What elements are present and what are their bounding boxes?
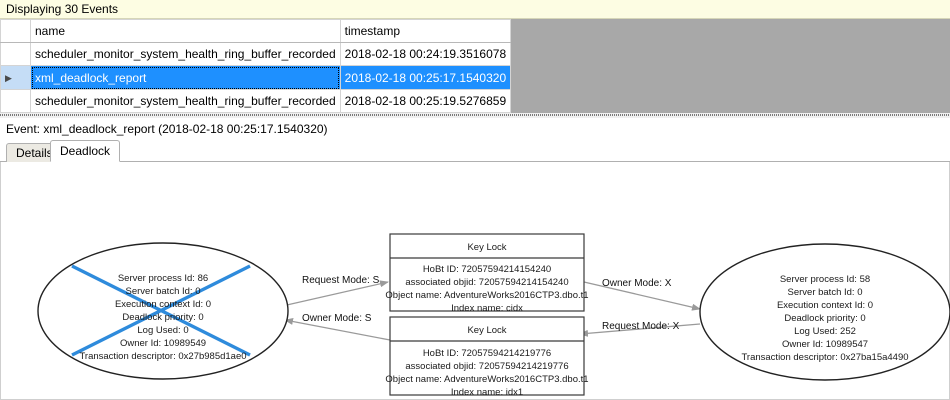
process-right-line-6: Transaction descriptor: 0x27ba15a4490 [741,352,908,363]
events-grid-panel: Displaying 30 Events name timestamp sche… [0,0,950,113]
cell-timestamp[interactable]: 2018-02-18 00:25:19.5276859 [339,89,512,113]
victim-cross-line-2 [71,264,251,357]
row-selector-cell[interactable]: ▶ [0,65,31,90]
process-right-line-2: Execution context Id: 0 [777,300,873,311]
resource-top-line-3: Index name: cidx [451,303,523,314]
process-right-line-3: Deadlock priority: 0 [784,313,865,324]
resource-bottom-line-1: associated objid: 72057594214219776 [405,361,568,372]
edge-label-bottom-owner-left: Owner Mode: S [302,313,372,324]
deadlock-graph-svg: Request Mode: S Owner Mode: X Owner Mode… [37,233,950,398]
process-left-line-4: Log Used: 0 [137,325,188,336]
process-node-left[interactable]: Server process Id: 86 Server batch Id: 0… [37,242,289,380]
cell-name[interactable]: xml_deadlock_report [30,65,341,90]
event-title-line: Event: xml_deadlock_report (2018-02-18 0… [0,119,950,139]
edge-label-right-request-bottom: Request Mode: X [602,321,680,332]
process-left-line-3: Deadlock priority: 0 [122,312,203,323]
edge-label-left-request-top: Request Mode: S [302,275,380,286]
cell-name[interactable]: scheduler_monitor_system_health_ring_buf… [30,89,341,113]
process-right-line-0: Server process Id: 58 [780,274,870,285]
events-grid[interactable]: name timestamp scheduler_monitor_system_… [0,19,512,113]
process-left-line-6: Transaction descriptor: 0x27b985d1ae0 [79,351,246,362]
column-header-name[interactable]: name [30,19,341,43]
detail-tabstrip: Details Deadlock [0,140,950,162]
process-left-line-1: Server batch Id: 0 [126,286,201,297]
tabstrip-baseline [0,161,950,162]
grid-header-row: name timestamp [0,19,512,43]
row-selector-cell[interactable] [0,42,31,66]
edge-right-request-bottom: Request Mode: X [579,321,701,337]
column-header-selector[interactable] [0,19,31,43]
events-grid-background: name timestamp scheduler_monitor_system_… [0,19,950,113]
resource-top-title: Key Lock [467,242,506,253]
resource-bottom-line-0: HoBt ID: 72057594214219776 [423,348,551,359]
process-left-line-5: Owner Id: 10989549 [120,338,206,349]
row-selector-arrow-icon: ▶ [5,73,12,83]
horizontal-splitter[interactable] [0,113,950,118]
resource-top-line-0: HoBt ID: 72057594214154240 [423,264,551,275]
row-selector-cell[interactable] [0,89,31,113]
resource-bottom-line-2: Object name: AdventureWorks2016CTP3.dbo.… [385,374,588,385]
resource-top-line-2: Object name: AdventureWorks2016CTP3.dbo.… [385,290,588,301]
table-row[interactable]: scheduler_monitor_system_health_ring_buf… [0,89,512,113]
process-right-line-5: Owner Id: 10989547 [782,339,868,350]
resource-node-bottom[interactable]: Key Lock HoBt ID: 72057594214219776 asso… [385,316,589,398]
deadlock-graph-canvas[interactable]: Request Mode: S Owner Mode: X Owner Mode… [0,162,950,400]
table-row[interactable]: ▶ xml_deadlock_report 2018-02-18 00:25:1… [0,65,512,90]
column-header-timestamp[interactable]: timestamp [339,19,512,43]
process-right-line-1: Server batch Id: 0 [788,287,863,298]
tab-details[interactable]: Details [6,143,63,162]
resource-node-top[interactable]: Key Lock HoBt ID: 72057594214154240 asso… [385,233,589,314]
cell-timestamp[interactable]: 2018-02-18 00:25:17.1540320 [339,65,512,90]
resource-top-line-1: associated objid: 72057594214154240 [405,277,568,288]
edge-label-top-owner-right: Owner Mode: X [602,278,672,289]
cell-name[interactable]: scheduler_monitor_system_health_ring_buf… [30,42,341,66]
process-right-line-4: Log Used: 252 [794,326,856,337]
edge-left-request-top: Request Mode: S [277,275,389,308]
events-caption: Displaying 30 Events [0,0,950,19]
process-node-right[interactable]: Server process Id: 58 Server batch Id: 0… [699,243,950,381]
edge-top-owner-right: Owner Mode: X [583,278,701,311]
cell-timestamp[interactable]: 2018-02-18 00:24:19.3516078 [339,42,512,66]
tab-deadlock[interactable]: Deadlock [50,140,121,162]
process-left-line-0: Server process Id: 86 [118,273,208,284]
resource-bottom-line-3: Index name: idx1 [451,387,523,398]
table-row[interactable]: scheduler_monitor_system_health_ring_buf… [0,42,512,66]
process-left-line-2: Execution context Id: 0 [115,299,211,310]
resource-bottom-title: Key Lock [467,325,506,336]
edge-bottom-owner-left: Owner Mode: S [284,313,391,341]
